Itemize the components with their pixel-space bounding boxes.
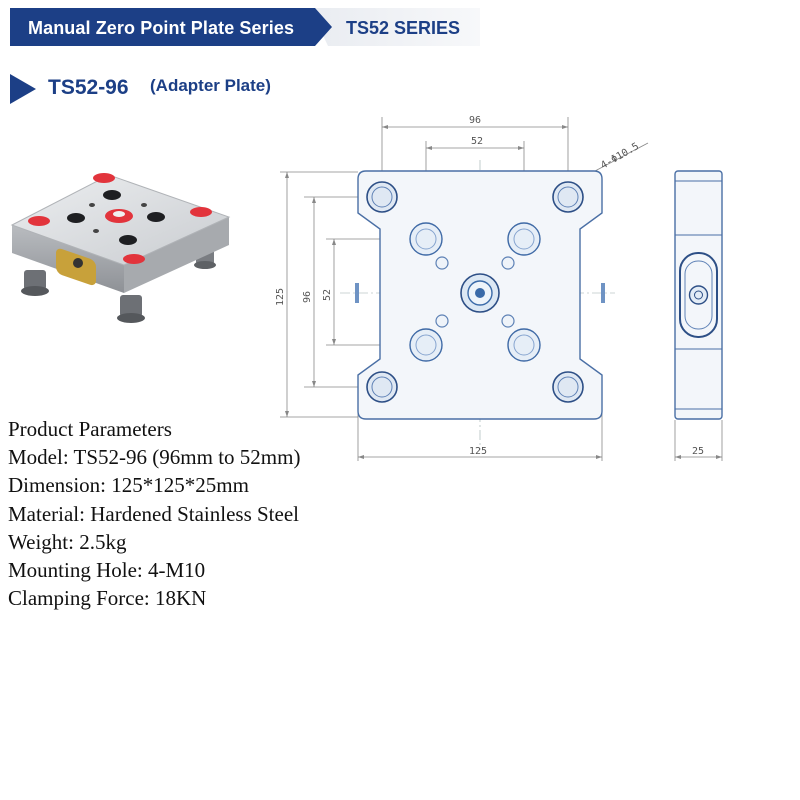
dim-52-left: 52 xyxy=(322,289,333,301)
model-code: TS52-96 xyxy=(48,76,129,99)
param-material: Material: Hardened Stainless Steel xyxy=(8,501,299,526)
param-dimension: Dimension: 125*125*25mm xyxy=(8,473,249,498)
param-clamping-force: Clamping Force: 18KN xyxy=(8,586,207,611)
banner-sub-series-label: TS52 SERIES xyxy=(346,18,461,38)
banner-right-panel xyxy=(310,8,480,46)
technical-drawing: 96 52 125 96 52 125 4-Φ10.5 25 xyxy=(275,115,723,461)
model-subtitle: (Adapter Plate) xyxy=(150,76,271,95)
dim-96-top: 96 xyxy=(469,115,481,126)
hole-callout: 4-Φ10.5 xyxy=(599,141,641,172)
product-image xyxy=(10,173,231,323)
dim-25-side: 25 xyxy=(692,446,704,457)
banner-series-label: Manual Zero Point Plate Series xyxy=(28,18,295,38)
param-model: Model: TS52-96 (96mm to 52mm) xyxy=(8,445,301,470)
product-parameters: Product Parameters Model: TS52-96 (96mm … xyxy=(8,415,300,612)
dim-125-left: 125 xyxy=(275,288,286,306)
parameters-heading: Product Parameters xyxy=(8,417,172,441)
banner-shape xyxy=(10,8,480,46)
banner-left-panel xyxy=(10,8,332,46)
dim-125-bottom: 125 xyxy=(469,446,487,457)
param-mounting-hole: Mounting Hole: 4-M10 xyxy=(8,558,206,583)
dim-96-left: 96 xyxy=(302,291,313,303)
series-banner: Manual Zero Point Plate Series TS52 SERI… xyxy=(10,8,480,46)
triangle-right-icon xyxy=(10,74,36,104)
param-weight: Weight: 2.5kg xyxy=(8,529,127,554)
dim-52-top: 52 xyxy=(471,136,483,147)
